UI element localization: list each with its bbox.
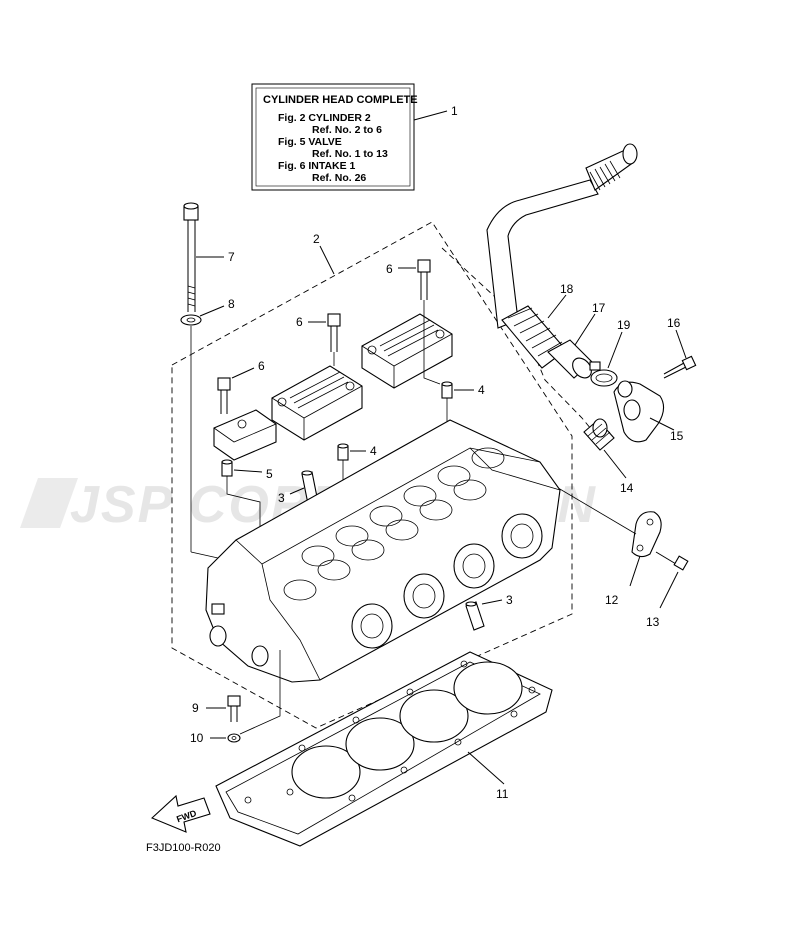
callout-19: 19	[617, 318, 631, 332]
legend-title: CYLINDER HEAD COMPLETE	[263, 94, 418, 106]
callout-13: 13	[646, 615, 660, 629]
washer-10	[227, 733, 241, 743]
leader-12	[629, 555, 641, 587]
legend-ref-2: Ref. No. 2 to 6	[312, 124, 382, 136]
gasket-12	[631, 511, 662, 558]
head-gasket	[215, 651, 553, 847]
bolt-9	[227, 695, 241, 722]
cylinder-head	[205, 419, 561, 683]
thermostat	[583, 418, 615, 451]
bolt-6-top	[417, 259, 431, 300]
callout-11: 11	[496, 787, 509, 801]
callout-1: 1	[451, 104, 458, 118]
leader-8	[199, 305, 225, 317]
callout-6-middle: 6	[296, 315, 303, 329]
bolt-9-alignment-line	[239, 650, 281, 735]
leader-6-left	[231, 367, 255, 379]
breather-pipe	[486, 143, 638, 329]
leader-3-lower	[481, 599, 503, 605]
leader-15	[649, 417, 675, 431]
thermostat-housing	[613, 380, 665, 443]
callout-3-upper: 3	[278, 491, 285, 505]
bolt-6-middle	[327, 313, 341, 352]
callout-14: 14	[620, 481, 634, 495]
callout-2: 2	[313, 232, 320, 246]
hose-clamp	[589, 361, 618, 387]
bolt-6-left	[217, 377, 231, 414]
callout-17: 17	[592, 301, 606, 315]
callout-3-lower: 3	[506, 593, 513, 607]
callout-10: 10	[190, 731, 204, 745]
leader-2	[319, 245, 335, 275]
legend-fig-6: Fig. 6 INTAKE 1	[278, 160, 356, 172]
camshaft-cap-rear	[361, 313, 453, 389]
callout-18: 18	[560, 282, 574, 296]
callout-16: 16	[667, 316, 681, 330]
callout-6-left: 6	[258, 359, 265, 373]
leader-5	[233, 469, 263, 473]
bolt-13	[655, 551, 689, 571]
callout-9: 9	[192, 701, 199, 715]
callout-12: 12	[605, 593, 619, 607]
legend-fig-2: Fig. 2 CYLINDER 2	[278, 112, 371, 124]
leader-11	[467, 751, 505, 785]
leader-1	[413, 110, 448, 121]
camshaft-cap-front	[271, 365, 363, 441]
hose-outline	[441, 247, 601, 441]
legend-fig-5: Fig. 5 VALVE	[278, 136, 342, 148]
diagram-code: F3JD100-R020	[146, 842, 221, 854]
long-bolt-7	[183, 202, 199, 312]
dowel-4-rear	[441, 381, 453, 399]
callout-4-rear: 4	[478, 383, 485, 397]
callout-6-top: 6	[386, 262, 393, 276]
leader-17	[574, 313, 596, 346]
gasket-12-line	[547, 481, 637, 535]
valve-guide-lower	[465, 601, 485, 631]
legend-ref-6: Ref. No. 26	[312, 172, 366, 184]
dowel-4-front	[337, 443, 349, 461]
dowel-5	[221, 459, 233, 477]
pipe-17	[547, 339, 593, 379]
callout-7: 7	[228, 250, 235, 264]
bolt-16	[663, 355, 697, 379]
leader-13	[659, 571, 679, 609]
callout-4-front: 4	[370, 444, 377, 458]
callout-8: 8	[228, 297, 235, 311]
callout-5: 5	[266, 467, 273, 481]
leader-18	[547, 294, 567, 319]
cylinder-head-assembly-outline	[171, 221, 573, 729]
leader-14	[603, 449, 627, 479]
fwd-arrow: FWD	[150, 794, 211, 833]
callout-15: 15	[670, 429, 684, 443]
legend-box: CYLINDER HEAD COMPLETE Fig. 2 CYLINDER 2…	[251, 83, 418, 191]
camshaft-cap-small	[213, 409, 277, 461]
leader-3-upper	[289, 487, 305, 495]
legend-ref-5: Ref. No. 1 to 13	[312, 148, 388, 160]
washer-8	[180, 314, 202, 326]
leader-16	[675, 329, 687, 359]
leader-19	[607, 331, 623, 369]
